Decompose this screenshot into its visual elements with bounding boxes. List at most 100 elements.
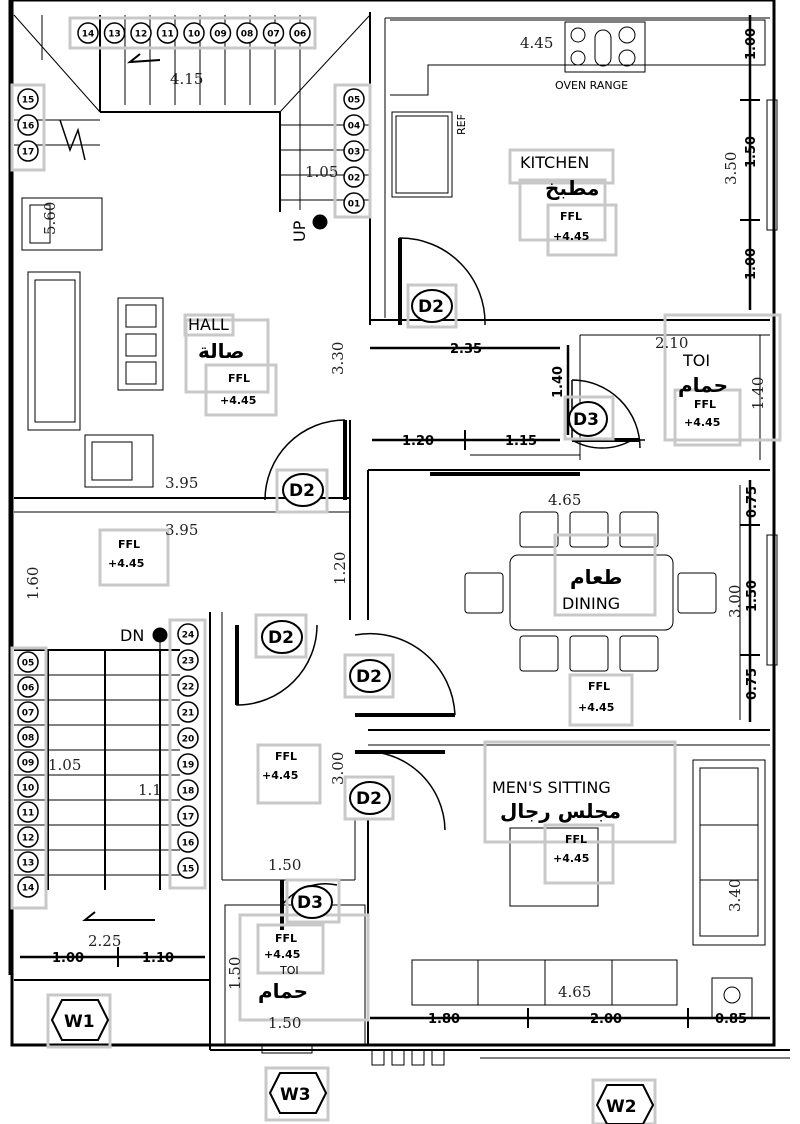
dim-dining-height: 3.00 (726, 585, 744, 618)
up-label: UP (290, 220, 309, 242)
dim-hall-height2: 3.30 (329, 342, 347, 375)
step-number-lower-right: 17 (182, 813, 195, 823)
dim-corridor-height2: 1.20 (331, 552, 349, 585)
step-number-lower-left: 10 (22, 784, 35, 794)
men-sitting-name: MEN'S SITTING (492, 778, 611, 797)
dim-lobby-height: 3.00 (329, 752, 347, 785)
dim-di1: 0.75 (745, 486, 760, 518)
step-number-upper-top-circle (156, 22, 179, 44)
step-number-upper-top: 10 (188, 30, 201, 40)
door-tag-hall: D2 (275, 468, 329, 514)
dim-m085: 0.85 (715, 1012, 747, 1027)
window-tag-w2-label: W2 (606, 1097, 637, 1117)
toi-lower-level: +4.45 (264, 948, 300, 961)
step-number-lower-left: 12 (22, 834, 35, 844)
dim-stair-mid: 1.05 (305, 163, 338, 181)
step-number-upper-right: 05 (348, 96, 361, 106)
dim-k1: 1.00 (744, 28, 759, 60)
step-number-upper-left-circle (17, 88, 39, 110)
step-number-lower-left: 14 (22, 884, 35, 894)
step-number-upper-top: 06 (294, 30, 307, 40)
door-tag-lobby: D2 (254, 613, 308, 659)
window-sills (261, 1044, 445, 1066)
step-number-upper-right-circle (343, 88, 365, 110)
toi-upper-ffl: FFL (694, 398, 716, 411)
toi-upper-name-ar: حمام (678, 373, 728, 397)
door-tag-hall-label: D2 (289, 481, 315, 501)
annotation-boxes (10, 16, 782, 1022)
step-number-lower-right: 21 (182, 709, 195, 719)
men-sitting-ffl: FFL (565, 833, 587, 846)
step-number-upper-left: 16 (22, 122, 35, 132)
dim-toi-height2: 1.40 (551, 366, 566, 398)
dim-toi2-height: 1.50 (226, 957, 244, 990)
step-number-lower-right-circle (177, 753, 199, 775)
step-number-lower-right-circle (177, 649, 199, 671)
step-number-lower-left-circle (17, 776, 39, 798)
dining-name: DINING (562, 594, 620, 613)
corridor-level: +4.45 (108, 557, 144, 570)
upper-staircase (13, 14, 371, 230)
step-number-upper-top-circle (236, 22, 258, 44)
dining-table (464, 511, 717, 672)
dim-m200: 2.00 (590, 1012, 622, 1027)
ref-label: REF (455, 114, 468, 135)
window-tag-w1-label: W1 (64, 1012, 95, 1032)
step-number-lower-left: 07 (22, 709, 35, 719)
dim-kitchen-height: 3.50 (722, 152, 740, 185)
step-number-lower-right: 15 (182, 865, 195, 875)
step-number-lower-left: 08 (22, 734, 35, 744)
door-tag-men-label: D2 (356, 789, 382, 809)
door-tag-toi-lower-label: D3 (297, 893, 323, 913)
step-number-lower-right-circle (177, 805, 199, 827)
step-number-upper-right-circle (343, 114, 365, 136)
kitchen-fixtures (390, 19, 766, 198)
dim-hall-width2: 3.95 (165, 521, 198, 539)
step-number-upper-left-circle (17, 114, 39, 136)
step-number-upper-top-circle (103, 22, 126, 44)
oven-range-label: OVEN RANGE (555, 79, 628, 92)
hall-level: +4.45 (220, 394, 256, 407)
door-tag-lobby-label: D2 (268, 628, 294, 648)
dim-di3: 0.75 (745, 668, 760, 700)
dim-stair2-a: 1.05 (48, 756, 81, 774)
step-number-lower-left-circle (17, 701, 39, 723)
dimension-lines (20, 15, 770, 1028)
dim-115: 1.15 (505, 434, 537, 449)
step-number-upper-right: 01 (348, 200, 361, 210)
door-tag-toi-lower: D3 (285, 878, 341, 924)
step-number-upper-top: 13 (108, 30, 121, 40)
step-number-upper-top-circle (289, 22, 311, 44)
men-sitting-level: +4.45 (553, 852, 589, 865)
dim-lobby-width: 1.50 (268, 856, 301, 874)
step-number-upper-top: 08 (241, 30, 254, 40)
toi-lower-ffl: FFL (275, 932, 297, 945)
hall-name-ar: صالة (198, 339, 244, 363)
dim-k3: 1.00 (744, 248, 759, 280)
dim-235: 2.35 (450, 342, 482, 357)
step-number-lower-left: 09 (22, 759, 35, 769)
dim-kitchen-width: 4.45 (520, 34, 553, 52)
door-tag-kitchen-label: D2 (418, 297, 444, 317)
step-number-upper-top: 14 (82, 30, 95, 40)
step-number-lower-left: 11 (22, 809, 35, 819)
door-tag-dining: D2 (343, 653, 395, 699)
dining-name-ar: طعام (570, 565, 622, 589)
corridor-ffl: FFL (118, 538, 140, 551)
dim-men-height: 3.40 (726, 879, 744, 912)
window-tag-w3: W3 (264, 1066, 330, 1122)
step-number-lower-right: 24 (182, 631, 195, 641)
step-number-lower-right-circle (177, 623, 199, 645)
door-tag-toi-upper-label: D3 (573, 410, 599, 430)
dim-di2: 1.50 (745, 580, 760, 612)
step-number-lower-left: 05 (22, 659, 35, 669)
dim-toi-height: 1.40 (749, 377, 767, 410)
toi-upper-name: TOI (682, 351, 710, 370)
step-number-lower-right: 20 (182, 735, 195, 745)
men-sitting-name-ar: مجلس رجال (500, 799, 621, 823)
step-number-upper-left: 17 (22, 148, 35, 158)
step-number-upper-top: 07 (267, 30, 280, 40)
kitchen-ffl: FFL (560, 210, 582, 223)
lower-staircase (14, 627, 180, 921)
